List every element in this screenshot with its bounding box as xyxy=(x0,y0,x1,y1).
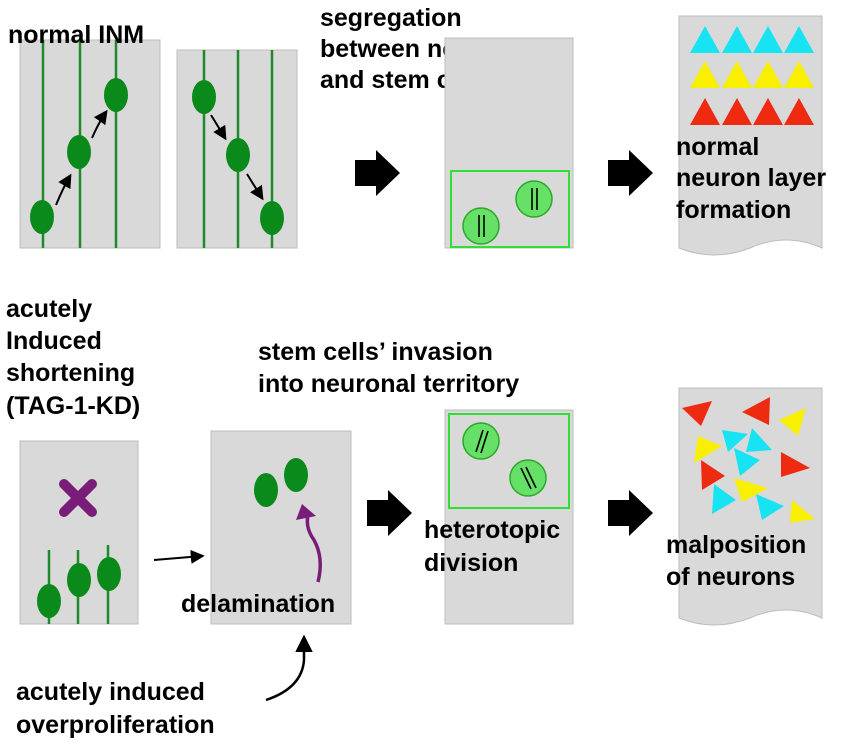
stem-cell xyxy=(515,180,553,218)
neuron-yellow xyxy=(694,436,722,463)
label-normal-inm: normal INM xyxy=(8,21,144,49)
segregation-panel xyxy=(444,37,574,249)
big-arrow xyxy=(608,490,653,536)
neuron-red xyxy=(682,401,712,426)
label-delamination: delamination xyxy=(181,590,335,618)
migration-arrow xyxy=(210,114,227,141)
big-arrow xyxy=(608,150,653,196)
transition-arrow xyxy=(153,549,205,564)
label-overproliferation: acutely induced overproliferation xyxy=(16,678,215,739)
delamination-panel xyxy=(210,430,352,625)
stem-cell xyxy=(509,459,547,497)
neuron-cyan xyxy=(734,448,760,476)
cross-mark xyxy=(59,479,97,517)
stem-cell-zone xyxy=(450,170,570,248)
nucleus-cell xyxy=(192,80,216,114)
neuron-cyan xyxy=(746,428,772,452)
overproliferation-arrow xyxy=(265,634,313,702)
label-normal-layer: normal neuron layer formation xyxy=(676,133,833,224)
big-arrow xyxy=(367,490,412,536)
nucleus-cell xyxy=(30,200,54,234)
malposition-panel xyxy=(678,387,823,626)
neuron-cyan xyxy=(712,484,736,514)
neuron-red xyxy=(701,460,725,490)
inm-panel-ascending xyxy=(19,39,161,249)
nucleus-cell xyxy=(67,135,91,169)
label-invasion: stem cells’ invasion into neuronal terri… xyxy=(258,338,519,398)
stem-cell xyxy=(462,422,500,460)
neuron-cyan xyxy=(722,430,748,452)
stem-cell-zone xyxy=(448,413,570,509)
kd-panel xyxy=(19,440,139,625)
nucleus-cell xyxy=(284,458,308,492)
neuron-cyan xyxy=(756,494,784,520)
red-layer xyxy=(690,98,814,125)
stem-cell xyxy=(462,207,500,245)
nucleus-cell xyxy=(37,584,61,618)
neuron-red xyxy=(742,397,770,425)
migration-arrow xyxy=(55,173,72,206)
nucleus-cell xyxy=(260,201,284,235)
heterotopic-panel xyxy=(444,409,574,625)
yellow-layer xyxy=(690,61,814,88)
migration-arrow xyxy=(246,173,264,201)
nucleus-cell xyxy=(226,138,250,172)
neuron-yellow xyxy=(790,500,815,523)
nucleus-cell xyxy=(67,563,91,597)
migration-arrow xyxy=(91,109,108,139)
delamination-arrow xyxy=(305,511,322,583)
label-acutely-induced: acutely Induced shortening (TAG-1-KD) xyxy=(6,295,142,420)
big-arrow xyxy=(355,150,400,196)
label-heterotopic: heterotopic division xyxy=(424,516,567,577)
nucleus-cell xyxy=(97,557,121,591)
neuron-red xyxy=(781,452,810,477)
label-malposition: malposition of neurons xyxy=(666,531,813,591)
nucleus-cell xyxy=(254,473,278,507)
cyan-layer xyxy=(690,26,814,53)
neuron-yellow xyxy=(779,408,806,436)
nucleus-cell xyxy=(104,78,128,112)
inm-panel-descending xyxy=(176,49,298,249)
normal-layer-panel xyxy=(678,15,823,256)
neuron-yellow xyxy=(734,478,768,502)
